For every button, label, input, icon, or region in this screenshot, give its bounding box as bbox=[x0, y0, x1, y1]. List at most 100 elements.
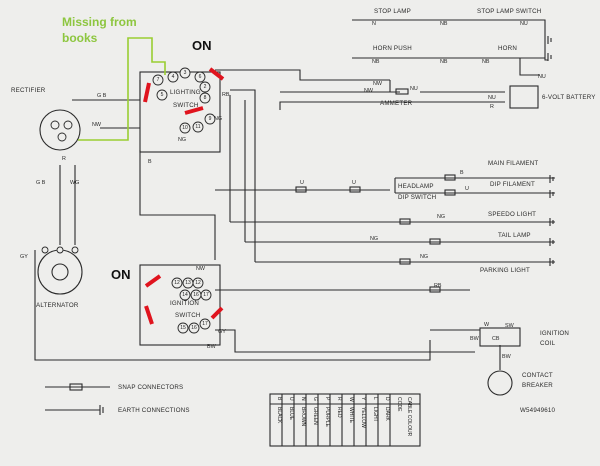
horn-earth-wire bbox=[519, 58, 540, 76]
label-dip-filament: DIP FILAMENT bbox=[490, 181, 535, 188]
legend-earth-connections: EARTH CONNECTIONS bbox=[118, 407, 190, 414]
svg-text:16: 16 bbox=[193, 292, 199, 298]
wire-code: RB bbox=[222, 92, 230, 98]
label-ignition-coil-1: IGNITION bbox=[540, 330, 569, 337]
colour-key-header-colour: CABLE COLOUR bbox=[406, 397, 412, 437]
switch-position-marks bbox=[143, 67, 225, 325]
svg-text:3: 3 bbox=[184, 70, 187, 76]
snap-connectors bbox=[295, 88, 456, 293]
ignition-switch-terminals: 12 13 12 14 16 17 15 16 17 bbox=[171, 277, 212, 334]
drawing-number: W54949610 bbox=[520, 407, 556, 414]
colour-key-table: BBLACKUBLUENBROWNGGREENPPURPLERREDWWHITE… bbox=[269, 393, 421, 447]
ignition-terminal: 14 bbox=[179, 289, 191, 301]
svg-text:4: 4 bbox=[172, 74, 175, 80]
label-battery: 6-VOLT BATTERY bbox=[542, 94, 596, 101]
filament-wires bbox=[395, 177, 555, 194]
nw-top-wire bbox=[215, 69, 390, 81]
svg-text:12: 12 bbox=[174, 280, 180, 286]
label-headlamp-switch-2: DIP SWITCH bbox=[398, 194, 436, 201]
label-horn-push: HORN PUSH bbox=[373, 45, 412, 52]
label-horn: HORN bbox=[498, 45, 517, 52]
ignition-mark-top bbox=[144, 274, 162, 288]
colour-key-code: D bbox=[384, 397, 390, 401]
wire-code: RB bbox=[434, 283, 442, 289]
colour-key-code: L bbox=[372, 397, 378, 400]
svg-text:5: 5 bbox=[161, 92, 164, 98]
wire-code: NB bbox=[482, 59, 490, 65]
annotation-missing-line2: books bbox=[62, 31, 98, 45]
svg-text:9: 9 bbox=[209, 116, 212, 122]
gy-loop-wire bbox=[34, 250, 431, 361]
label-tail-lamp: TAIL LAMP bbox=[498, 232, 531, 239]
ignition-terminal: 16 bbox=[190, 289, 202, 301]
svg-text:16: 16 bbox=[191, 325, 197, 331]
lighting-terminal: 4 bbox=[167, 71, 179, 83]
label-speedo-light: SPEEDO LIGHT bbox=[488, 211, 536, 218]
label-lighting-switch-2: SWITCH bbox=[173, 102, 199, 109]
svg-text:14: 14 bbox=[182, 292, 188, 298]
missing-wire-highlight bbox=[78, 37, 166, 141]
wire-code: NU bbox=[410, 86, 418, 92]
colour-key-colour: PURPLE bbox=[324, 407, 330, 428]
rectifier-symbol bbox=[39, 109, 81, 151]
ignition-mark-right bbox=[210, 306, 224, 320]
wire-code: GY bbox=[218, 329, 226, 335]
annotation-missing-line1: Missing from bbox=[62, 15, 137, 29]
contact-breaker-symbol bbox=[487, 370, 513, 396]
wire-code: NG bbox=[214, 116, 222, 122]
wire-code: NG bbox=[420, 254, 428, 260]
svg-text:13: 13 bbox=[185, 280, 191, 286]
label-contact-breaker-2: BREAKER bbox=[522, 382, 553, 389]
lighting-terminal: 10 bbox=[179, 122, 191, 134]
wire-code: NW bbox=[92, 122, 102, 128]
wire-code: B bbox=[460, 170, 464, 176]
annotation-on-lighting: ON bbox=[192, 38, 212, 53]
label-alternator: ALTERNATOR bbox=[36, 302, 79, 309]
label-main-filament: MAIN FILAMENT bbox=[488, 160, 538, 167]
wire-code: NB bbox=[440, 59, 448, 65]
wire-code: NB bbox=[440, 21, 448, 27]
svg-text:10: 10 bbox=[182, 125, 188, 131]
wire-code: WG bbox=[70, 180, 79, 186]
wire-code: NU bbox=[488, 95, 496, 101]
annotation-on-ignition: ON bbox=[111, 267, 131, 282]
wire-code: R bbox=[490, 104, 494, 110]
wire-code: G B bbox=[97, 93, 107, 99]
ignition-terminal: 13 bbox=[182, 277, 194, 289]
label-ignition-switch-1: IGNITION bbox=[170, 300, 199, 307]
battery-symbol bbox=[509, 85, 539, 109]
lighting-terminal: 3 bbox=[179, 67, 191, 79]
colour-key-colour: WHITE bbox=[348, 407, 354, 424]
lighting-mark-inner bbox=[184, 106, 204, 115]
svg-text:7: 7 bbox=[157, 77, 160, 83]
label-stop-lamp: STOP LAMP bbox=[374, 8, 411, 15]
wire-code: NU bbox=[538, 74, 546, 80]
colour-key-code: P bbox=[324, 397, 330, 401]
legend: SNAP CONNECTORS EARTH CONNECTIONS W54949… bbox=[45, 383, 556, 415]
colour-key-colour: GREEN bbox=[312, 407, 318, 425]
wire-code: W bbox=[484, 322, 490, 328]
colour-key-colour: RED bbox=[336, 407, 342, 418]
colour-key-code: B bbox=[276, 397, 282, 401]
ignition-terminal: 17 bbox=[200, 289, 212, 301]
wire-code: NW bbox=[364, 88, 374, 94]
svg-text:8: 8 bbox=[204, 95, 207, 101]
svg-text:11: 11 bbox=[195, 124, 200, 130]
r-battery-wire bbox=[279, 101, 505, 110]
ignition-terminal: 12 bbox=[171, 277, 183, 289]
ignition-switch-body bbox=[139, 264, 221, 346]
lighting-terminal: 6 bbox=[194, 71, 206, 83]
label-headlamp-switch-1: HEADLAMP bbox=[398, 183, 434, 190]
lighting-mark-left bbox=[143, 82, 151, 103]
label-ammeter: AMMETER bbox=[380, 100, 413, 107]
lighting-switch-terminals: 4 3 6 2 8 7 5 9 10 11 bbox=[152, 67, 216, 134]
colour-key-colour: BLUE bbox=[288, 407, 294, 421]
colour-key-header-code: CODE bbox=[396, 397, 402, 412]
ignition-mark-left bbox=[144, 305, 154, 325]
wire-code: NG bbox=[178, 137, 186, 143]
wire-code: R bbox=[62, 156, 66, 162]
colour-key-colour: BROWN bbox=[300, 407, 306, 427]
switch-risers bbox=[229, 89, 256, 262]
